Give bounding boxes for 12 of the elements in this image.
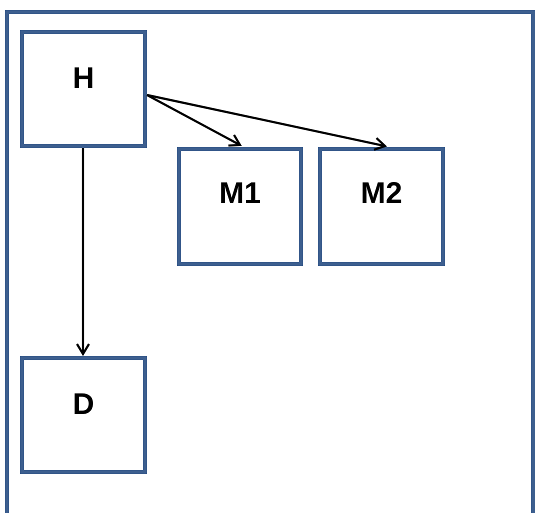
- frame-box: [5, 10, 535, 513]
- process-box: [177, 147, 303, 266]
- box-label: M1: [219, 179, 261, 209]
- process-box: [318, 147, 445, 266]
- arrow: [76, 148, 90, 356]
- arrow: [146, 94, 386, 151]
- box-label: H: [72, 64, 94, 94]
- box-label: M2: [360, 179, 402, 209]
- arrow: [146, 94, 242, 147]
- process-box: [20, 356, 147, 474]
- box-label: D: [72, 390, 94, 420]
- process-box: [20, 30, 147, 148]
